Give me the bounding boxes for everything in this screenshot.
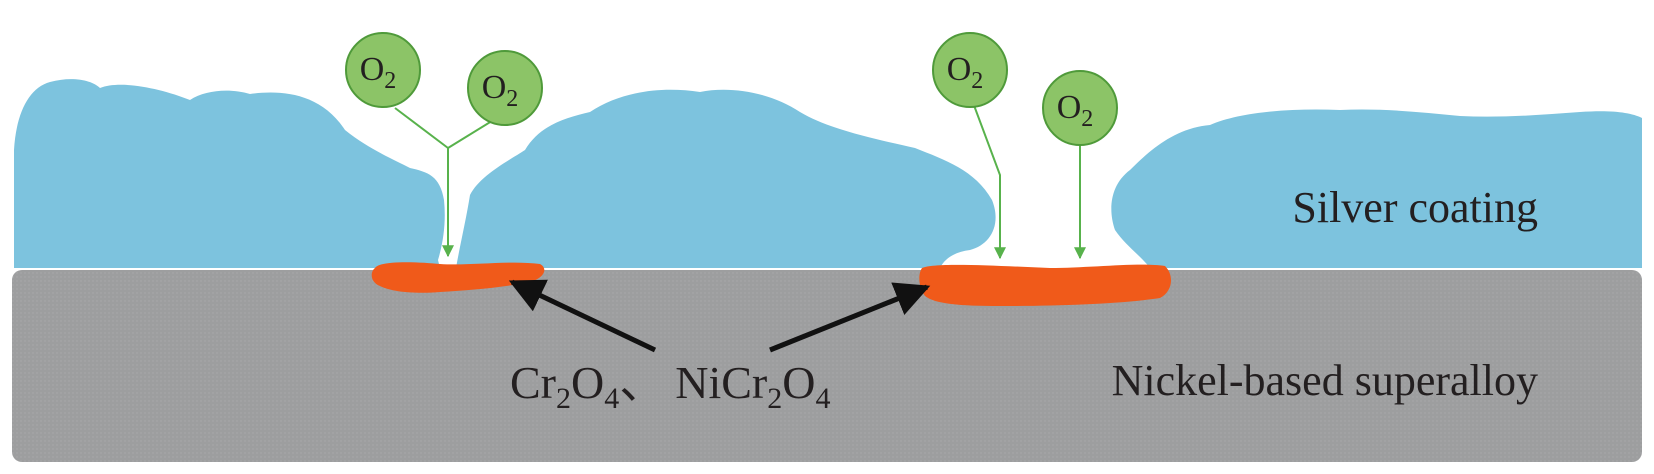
oxygen-molecule-icon bbox=[932, 32, 1008, 108]
oxygen-path-left-a bbox=[394, 107, 449, 149]
oxide-patch-right bbox=[919, 264, 1172, 306]
oxide-separator: 、 bbox=[619, 357, 665, 408]
oxide-cr-sub: 2 bbox=[556, 382, 571, 415]
oxide-ni-prefix: NiCr bbox=[675, 357, 767, 408]
o2-symbol: O bbox=[482, 69, 507, 106]
silver-coating-left bbox=[14, 79, 445, 268]
o2-symbol: O bbox=[947, 51, 972, 88]
oxide-o: O bbox=[571, 357, 604, 408]
svg-text:O2: O2 bbox=[360, 51, 397, 94]
oxide-cr: Cr bbox=[510, 357, 556, 408]
o2-subscript: 2 bbox=[384, 68, 396, 94]
oxygen-molecule-4: O2 bbox=[1042, 70, 1118, 146]
silver-coating-right bbox=[1111, 109, 1642, 269]
oxygen-molecule-icon bbox=[345, 32, 421, 108]
oxide-ni-sub2: 4 bbox=[815, 382, 830, 415]
o2-symbol: O bbox=[1057, 89, 1082, 126]
substrate-layer bbox=[12, 270, 1642, 462]
oxygen-molecule-3: O2 bbox=[932, 32, 1008, 108]
oxygen-molecule-1: O2 bbox=[345, 32, 421, 108]
oxide-formula-label: Cr2O4、NiCr2O4 bbox=[510, 357, 830, 415]
silver-coating-label: Silver coating bbox=[1292, 183, 1538, 232]
o2-subscript: 2 bbox=[506, 86, 518, 112]
svg-text:O2: O2 bbox=[1057, 89, 1094, 132]
o2-subscript: 2 bbox=[1081, 106, 1093, 132]
o2-subscript: 2 bbox=[971, 68, 983, 94]
silver-coating-middle bbox=[456, 89, 996, 269]
oxide-patch-left bbox=[371, 262, 545, 293]
arrow-to-right-oxide bbox=[769, 282, 931, 353]
oxide-o-sub: 4 bbox=[604, 382, 619, 415]
oxide-ni-sub1: 2 bbox=[767, 382, 782, 415]
oxygen-diffusion-paths bbox=[394, 99, 1086, 260]
svg-text:O2: O2 bbox=[947, 51, 984, 94]
svg-text:O2: O2 bbox=[482, 69, 519, 112]
oxygen-molecule-icon bbox=[1042, 70, 1118, 146]
arrow-to-left-oxide bbox=[508, 279, 657, 353]
oxygen-path-right-a bbox=[971, 99, 1006, 260]
oxygen-molecule-2: O2 bbox=[467, 50, 543, 126]
oxygen-molecule-icon bbox=[467, 50, 543, 126]
oxide-ni-o: O bbox=[782, 357, 815, 408]
substrate-label: Nickel-based superalloy bbox=[1112, 356, 1538, 405]
o2-symbol: O bbox=[360, 51, 385, 88]
